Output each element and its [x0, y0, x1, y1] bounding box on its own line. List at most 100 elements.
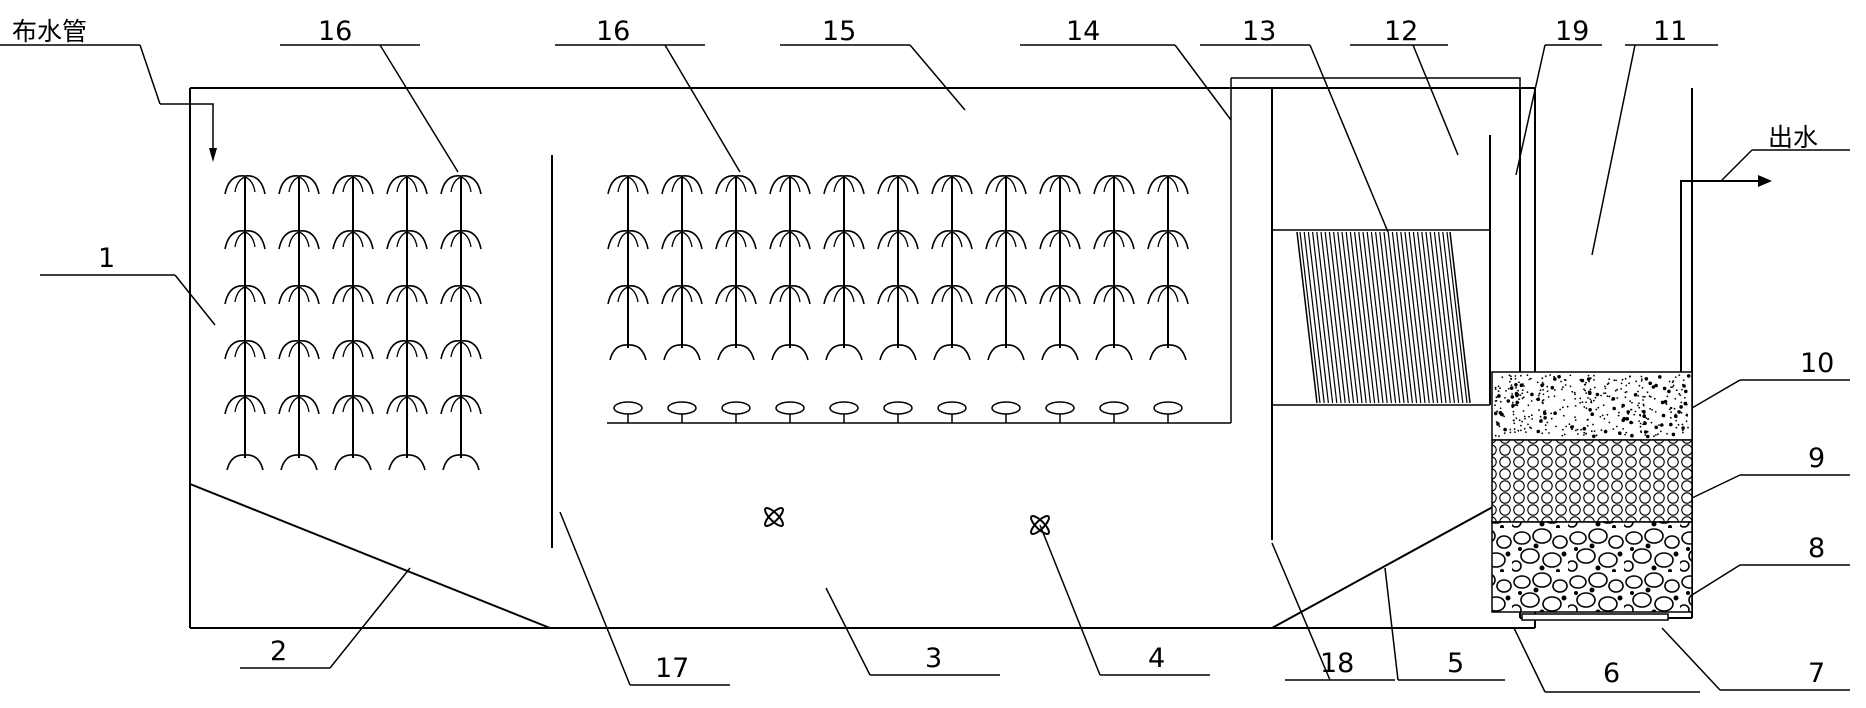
aerator-disc: [721, 401, 751, 415]
leaf-whorl: [607, 285, 649, 305]
leaf-whorl: [386, 175, 428, 195]
leaf-whorl: [1039, 175, 1081, 195]
label-outlet: 出水: [1768, 123, 1818, 152]
leaf-whorl: [661, 175, 703, 195]
label-8: 8: [1808, 533, 1825, 564]
root-cluster: [1041, 344, 1079, 361]
leaf-whorl: [332, 175, 374, 195]
right-plant-column: [931, 175, 973, 361]
label-15: 15: [822, 16, 856, 47]
filter-layer-10: [1491, 371, 1693, 441]
leader-outlet: [1721, 149, 1753, 181]
root-cluster: [334, 454, 372, 471]
root-cluster: [388, 454, 426, 471]
leaf-whorl: [823, 175, 865, 195]
root-cluster: [442, 454, 480, 471]
right-plant-column: [715, 175, 757, 361]
label-pipe: 布水管: [12, 17, 87, 46]
root-cluster: [717, 344, 755, 361]
leader-9: [1691, 474, 1741, 499]
root-cluster: [987, 344, 1025, 361]
right-plant-column: [1093, 175, 1135, 361]
leaf-whorl: [985, 285, 1027, 305]
leaf-whorl: [715, 285, 757, 305]
label-3: 3: [925, 643, 942, 674]
root-cluster: [609, 344, 647, 361]
fine-sand-texture: [1493, 374, 1691, 439]
label-12: 12: [1384, 16, 1418, 47]
root-cluster: [879, 344, 917, 361]
right-plant-column: [985, 175, 1027, 361]
leader-2: [329, 567, 411, 669]
leader-16a: [379, 44, 459, 173]
leaf-whorl: [1093, 230, 1135, 250]
leader-11: [1591, 44, 1636, 256]
leader-5: [1384, 567, 1399, 681]
label-2: 2: [270, 636, 287, 667]
mixer-propeller: [1030, 515, 1050, 535]
plant-array: [224, 175, 1189, 471]
tube-edge-right: [1449, 231, 1471, 404]
leaf-whorl: [386, 285, 428, 305]
inlet-arrow: [209, 148, 217, 162]
leaf-whorl: [332, 285, 374, 305]
sloped-bottom: [189, 483, 551, 629]
label-1: 1: [98, 243, 115, 274]
leader-8: [1691, 564, 1741, 596]
leaf-whorl: [1039, 230, 1081, 250]
aerator-disc: [883, 401, 913, 415]
left-plant-column: [224, 175, 266, 471]
label-10: 10: [1800, 348, 1834, 379]
inlet-pipe: [160, 103, 214, 150]
aerator-disc: [613, 401, 643, 415]
leaf-whorl: [386, 230, 428, 250]
leaf-whorl: [224, 175, 266, 195]
leaf-whorl: [224, 395, 266, 415]
label-16b: 16: [596, 16, 630, 47]
leaf-whorl: [931, 230, 973, 250]
aerator-disc: [775, 401, 805, 415]
leader-1: [174, 274, 216, 326]
leaf-whorl: [440, 230, 482, 250]
leader-14: [1174, 44, 1232, 121]
leaf-whorl: [661, 230, 703, 250]
tube-edge-left: [1296, 231, 1318, 404]
leader-16b: [664, 44, 741, 173]
leaf-whorl: [985, 175, 1027, 195]
outlet-arrow: [1758, 175, 1772, 187]
aerator-disc: [1099, 401, 1129, 415]
label-14: 14: [1066, 16, 1100, 47]
left-plant-column: [278, 175, 320, 471]
leaf-whorl: [877, 285, 919, 305]
root-cluster: [825, 344, 863, 361]
right-plant-column: [823, 175, 865, 361]
right-plant-column: [769, 175, 811, 361]
leader-13: [1309, 44, 1389, 233]
leader-17: [559, 511, 631, 686]
aerator-disc: [937, 401, 967, 415]
label-16a: 16: [318, 16, 352, 47]
leader-15: [909, 44, 966, 111]
leaf-whorl: [715, 230, 757, 250]
leaf-whorl: [440, 340, 482, 360]
leaf-whorl: [278, 230, 320, 250]
aerator-array: [613, 401, 1183, 423]
leader-4: [1039, 524, 1101, 676]
filter-layer-9: [1491, 439, 1693, 523]
leaf-whorl: [1147, 230, 1189, 250]
leaf-whorl: [278, 285, 320, 305]
leaf-whorl: [332, 230, 374, 250]
support-plate-7: [1521, 613, 1669, 621]
right-plant-column: [607, 175, 649, 361]
label-5: 5: [1447, 648, 1464, 679]
leaf-whorl: [278, 175, 320, 195]
leader-7: [1661, 627, 1721, 691]
label-13: 13: [1242, 16, 1276, 47]
leaf-whorl: [224, 285, 266, 305]
left-plant-column: [386, 175, 428, 471]
bed-top-outline: [1231, 77, 1521, 395]
leader-pipe: [139, 44, 161, 105]
leaf-whorl: [440, 175, 482, 195]
label-18: 18: [1320, 648, 1354, 679]
leaf-whorl: [386, 395, 428, 415]
